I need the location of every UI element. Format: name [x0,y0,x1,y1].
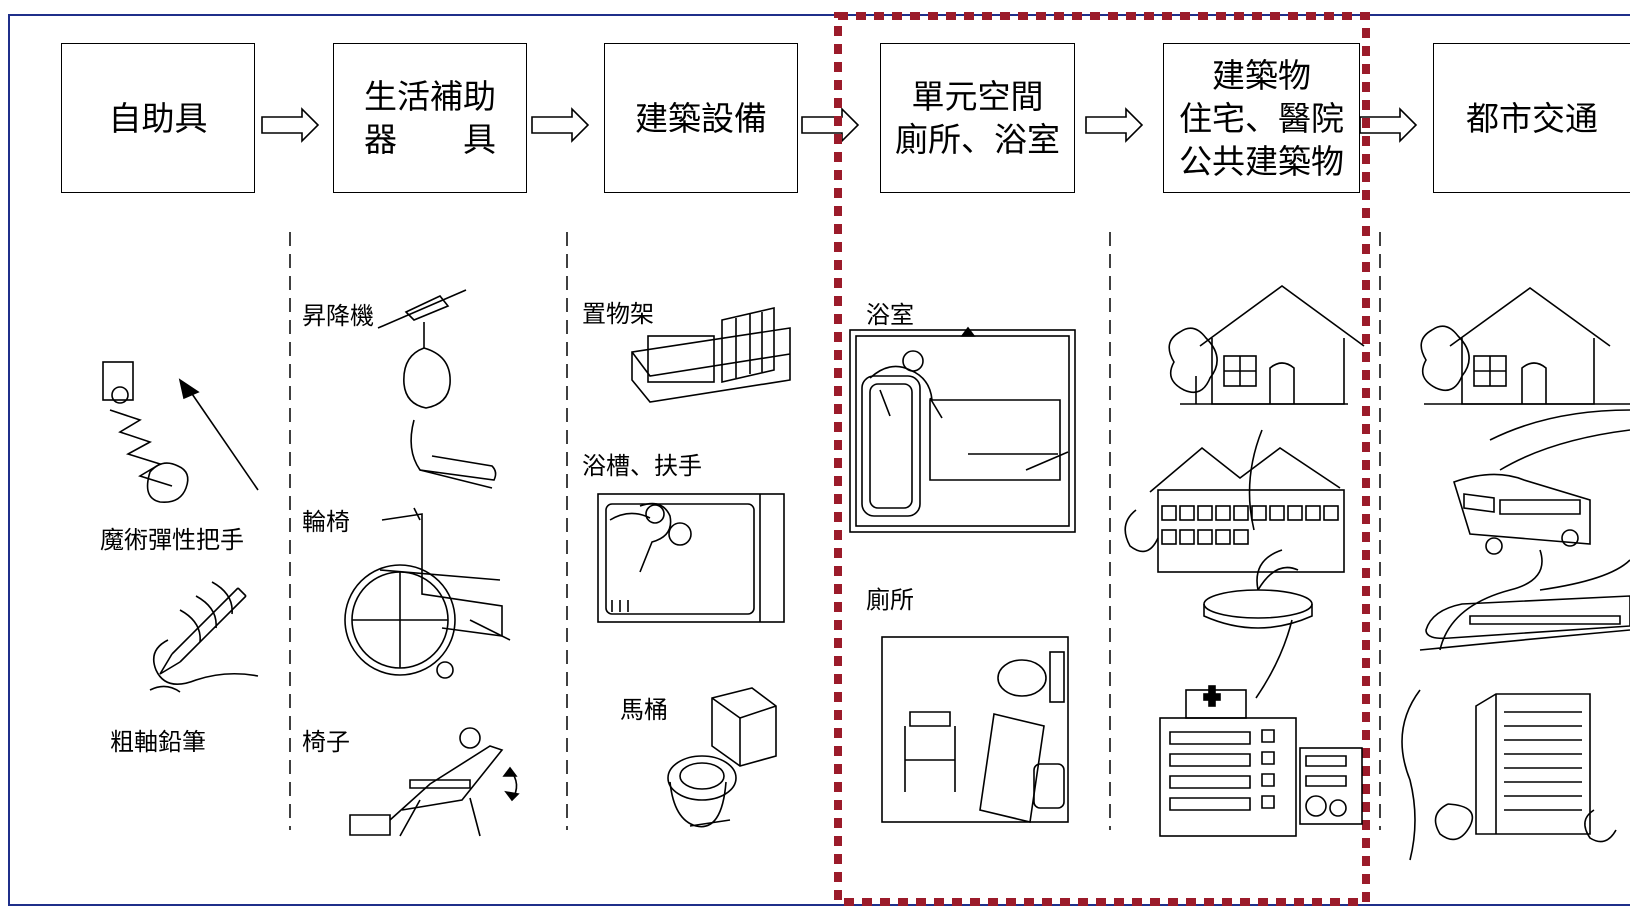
bathtub-rail-illustration [597,493,785,623]
label-magic-grip: 魔術彈性把手 [100,526,244,554]
bus-road-illustration [1439,409,1630,651]
lift-illustration [377,289,497,489]
hospital-illustration [1159,685,1363,837]
label-tub-rail: 浴槽、扶手 [582,452,702,480]
step-line: 自助具 [108,98,208,138]
step-box-self-help: 自助具 [61,43,255,193]
office-tower-illustration [1401,689,1617,861]
step-box-living-aids: 生活補助 器 具 [333,43,527,193]
step-line: 住宅、醫院 [1179,98,1344,138]
step-line: 建築物 [1212,55,1311,95]
toilet-illustration [667,687,777,828]
step-line: 廁所、浴室 [895,120,1060,159]
step-line: 公共建築物 [1179,141,1344,181]
wheelchair-illustration [344,507,511,679]
shelf-illustration [631,306,791,403]
arrow-3 [801,107,860,143]
label-lift: 昇降機 [302,302,374,330]
highlight-region [834,12,1370,906]
house-2-illustration [1420,287,1630,405]
house-illustration [1168,285,1365,405]
train-illustration [1419,595,1630,651]
step-box-buildings: 建築物 住宅、醫院 公共建築物 [1163,43,1360,193]
label-bathroom: 浴室 [866,301,914,329]
step-box-unit-space: 單元空間 廁所、浴室 [880,43,1075,193]
arrow-1 [261,107,320,143]
label-thick-pencil: 粗軸鉛筆 [110,728,206,756]
arrow-4 [1085,107,1144,143]
toilet-room-illustration [881,636,1069,823]
step-box-building-equipment: 建築設備 [604,43,798,193]
school-fountain-illustration [1124,429,1345,699]
arrow-2 [531,107,590,143]
label-wheelchair: 輪椅 [302,508,350,536]
step-line: 單元空間 [911,77,1044,116]
step-line: 器 具 [364,120,496,159]
label-toilet-room: 廁所 [866,586,914,614]
thick-pencil-illustration [149,581,259,693]
step-box-urban-transport: 都市交通 [1433,43,1630,193]
magic-grip-illustration [102,361,259,504]
bathroom-illustration [849,326,1076,533]
label-shelf: 置物架 [582,300,654,328]
label-chair: 椅子 [302,728,350,756]
step-line: 都市交通 [1466,98,1598,138]
arrow-5 [1359,107,1418,143]
step-line: 生活補助 [364,77,496,116]
step-line: 建築設備 [635,98,767,138]
chair-illustration [349,727,520,837]
label-toilet: 馬桶 [620,696,668,724]
